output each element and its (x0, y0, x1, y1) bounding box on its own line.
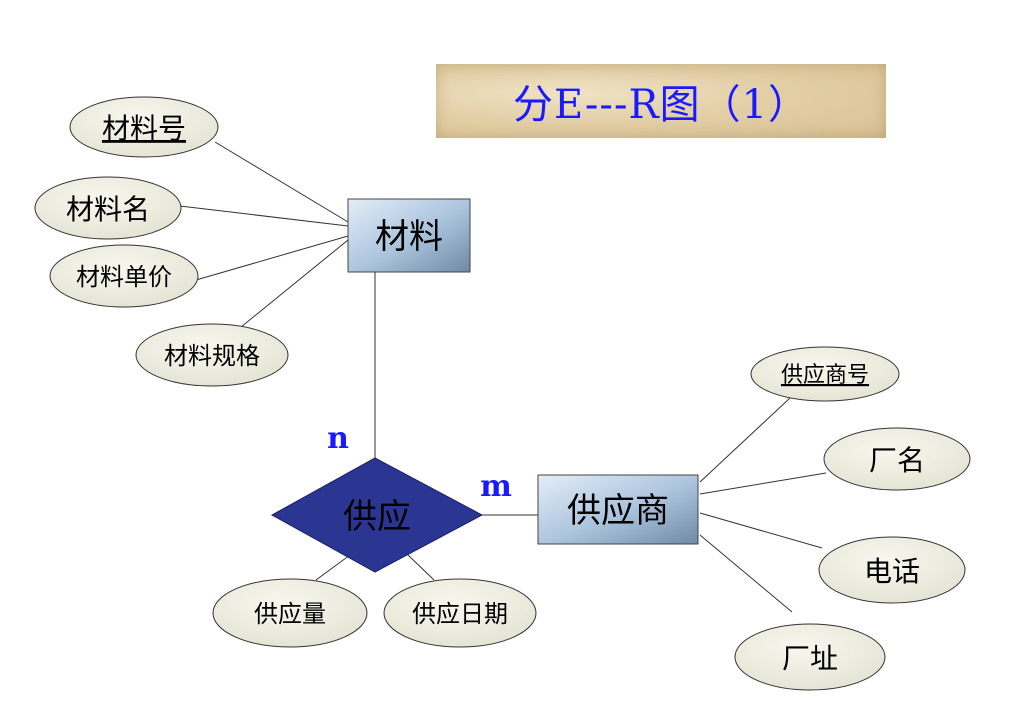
attr-material-no: 材料号 (69, 96, 219, 158)
relationship-supply: 供应 (270, 457, 484, 573)
attr-material-price: 材料单价 (49, 244, 199, 308)
line-factory-name (699, 472, 827, 495)
attr-factory-name-label: 厂名 (869, 444, 925, 477)
attr-factory-addr: 厂址 (734, 623, 886, 691)
line-material-no (214, 141, 349, 223)
line-factory-addr (699, 534, 793, 613)
entity-supplier: 供应商 (537, 474, 699, 545)
relationship-label: 供应 (343, 497, 411, 537)
attr-supplier-no-label: 供应商号 (781, 363, 869, 388)
attr-supply-date-label: 供应日期 (412, 600, 508, 628)
line-supply-qty (315, 554, 351, 581)
connector-lines (179, 141, 827, 613)
line-material-price (195, 235, 349, 281)
entity-material-label: 材料 (375, 217, 443, 257)
attr-material-price-label: 材料单价 (76, 263, 172, 291)
cardinality-n: n (327, 421, 349, 456)
attr-material-spec: 材料规格 (135, 323, 289, 387)
attr-phone: 电话 (818, 536, 966, 604)
attr-factory-name: 厂名 (823, 427, 971, 491)
line-material-name (179, 205, 349, 227)
cardinality-m: m (480, 469, 512, 504)
attr-material-spec-label: 材料规格 (164, 342, 260, 370)
attr-supply-date: 供应日期 (383, 578, 537, 648)
line-supply-date (407, 554, 435, 581)
attr-phone-label: 电话 (864, 555, 920, 588)
attr-factory-addr-label: 厂址 (782, 642, 838, 675)
entity-material: 材料 (347, 198, 471, 273)
title-banner: 分E---R图（1） (436, 64, 886, 138)
entity-supplier-label: 供应商 (567, 491, 669, 531)
page-title: 分E---R图（1） (512, 82, 810, 128)
line-material-spec (229, 239, 349, 337)
attr-supplier-no: 供应商号 (750, 346, 900, 402)
attr-material-no-label: 材料号 (102, 112, 186, 145)
attr-supply-qty-label: 供应量 (254, 600, 326, 628)
line-supplier-no (699, 397, 791, 483)
attr-supply-qty: 供应量 (212, 578, 368, 648)
line-phone (699, 512, 823, 549)
attr-material-name: 材料名 (34, 176, 182, 240)
attr-material-name-label: 材料名 (66, 193, 150, 226)
